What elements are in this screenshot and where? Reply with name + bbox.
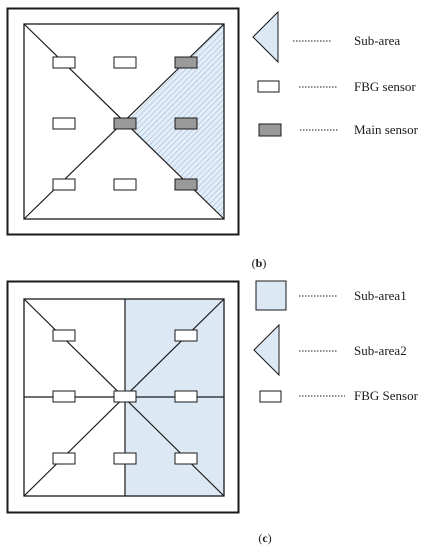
panel-b-legend-fbg-swatch	[257, 80, 280, 93]
panel-c-legend-subarea2-label: Sub-area2	[354, 343, 407, 358]
panel-b-fbg-sensor	[52, 56, 76, 69]
panel-c-legend-subarea1-swatch	[255, 280, 287, 311]
panel-c-fbg-sensor	[113, 452, 137, 465]
panel-c-fbg-sensor	[174, 452, 198, 465]
panel-b-legend-subarea-label: Sub-area	[354, 33, 400, 48]
panel-c-legend-subarea1-label: Sub-area1	[354, 288, 407, 303]
panel-b-fbg-sensor	[113, 178, 137, 191]
panel-b-fbg-sensor	[52, 117, 76, 130]
panel-b-main-sensor	[174, 117, 198, 130]
panel-b-main-sensor	[174, 56, 198, 69]
panel-c: Sub-area1 Sub-area2 FBG Sensor (c)	[6, 280, 419, 545]
panel-c-legend-fbg-label: FBG Sensor	[354, 388, 419, 403]
panel-c-outer-frame	[6, 280, 240, 514]
panel-b-legend-main-label: Main sensor	[354, 122, 419, 137]
panel-b-inner-square	[23, 23, 225, 220]
panel-c-fbg-sensor	[52, 390, 76, 403]
panel-c-fbg-sensor	[174, 329, 198, 342]
panel-b-fbg-sensor	[113, 56, 137, 69]
panel-c-fbg-sensor	[52, 329, 76, 342]
panel-c-legend-subarea2-swatch	[253, 323, 280, 377]
panel-c-legend-fbg-swatch	[259, 390, 282, 403]
panel-b-main-sensor	[174, 178, 198, 191]
panel-c-fbg-sensor	[113, 390, 137, 403]
panel-b-fbg-sensor	[52, 178, 76, 191]
panel-c-fbg-sensor	[52, 452, 76, 465]
panel-b-legend-subarea-swatch	[252, 10, 279, 64]
panel-b-main-sensor	[113, 117, 137, 130]
panel-b-legend-fbg-label: FBG sensor	[354, 79, 416, 94]
panel-b-caption: (b)	[252, 256, 267, 270]
panel-c-fbg-sensor	[174, 390, 198, 403]
panel-b-outer-frame	[6, 7, 240, 236]
panel-b-legend-main-swatch	[258, 123, 282, 137]
panel-b: Sub-area FBG sensor Main sensor (b)	[6, 7, 419, 270]
panel-c-caption: (c)	[258, 531, 271, 545]
